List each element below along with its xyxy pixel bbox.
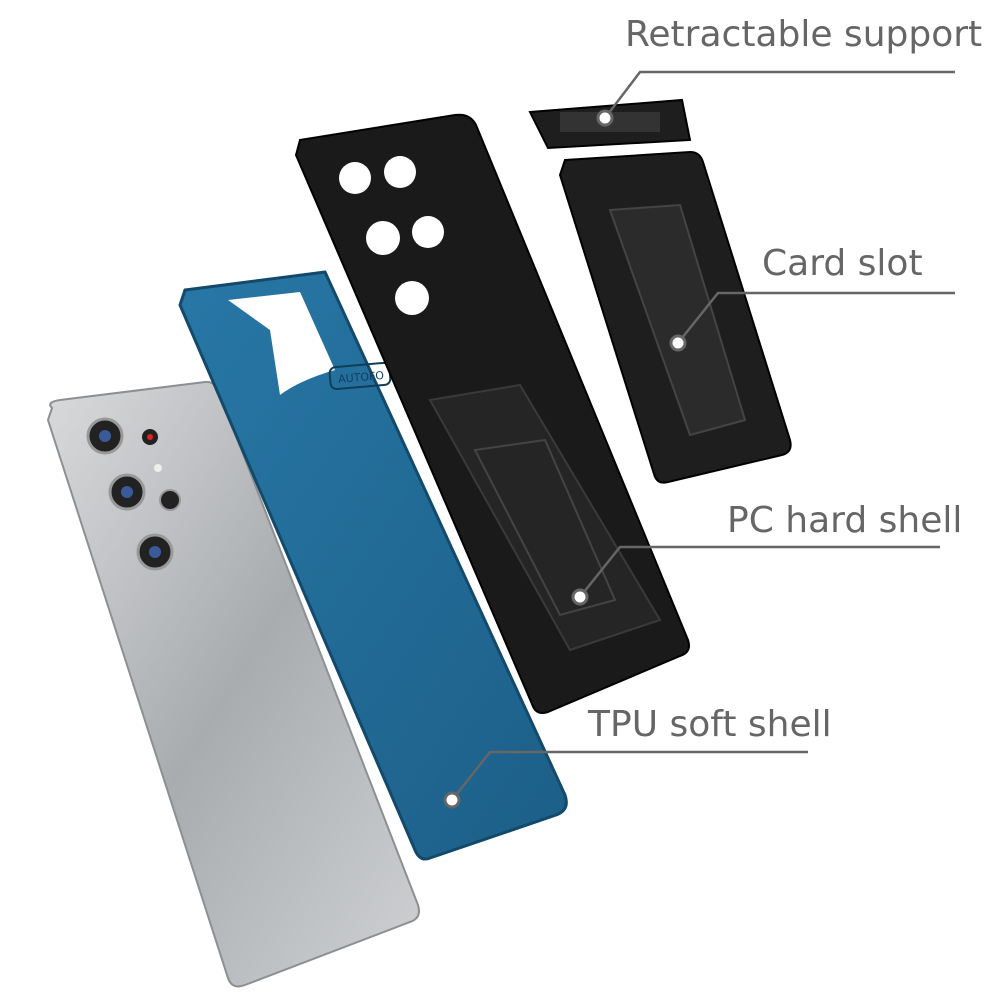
callout-dots <box>443 109 687 809</box>
label-tpu-soft-shell: TPU soft shell <box>588 704 832 745</box>
card-slot-piece <box>558 150 792 484</box>
camera-lenses-icon <box>86 417 181 571</box>
autofocus-emboss: AUTOFO <box>338 369 385 386</box>
callout-dot-card-slot <box>669 334 687 352</box>
callout-dot-support <box>596 109 614 127</box>
callout-dot-pc-shell <box>571 588 589 606</box>
callout-dot-tpu-shell <box>443 791 461 809</box>
phone-body <box>46 380 420 988</box>
label-retractable-support: Retractable support <box>625 14 983 55</box>
label-card-slot: Card slot <box>762 243 923 284</box>
tpu-soft-shell: AUTOFO <box>178 270 568 861</box>
pc-hard-shell <box>294 113 690 714</box>
label-pc-hard-shell: PC hard shell <box>727 500 963 541</box>
callout-lines <box>451 70 955 801</box>
